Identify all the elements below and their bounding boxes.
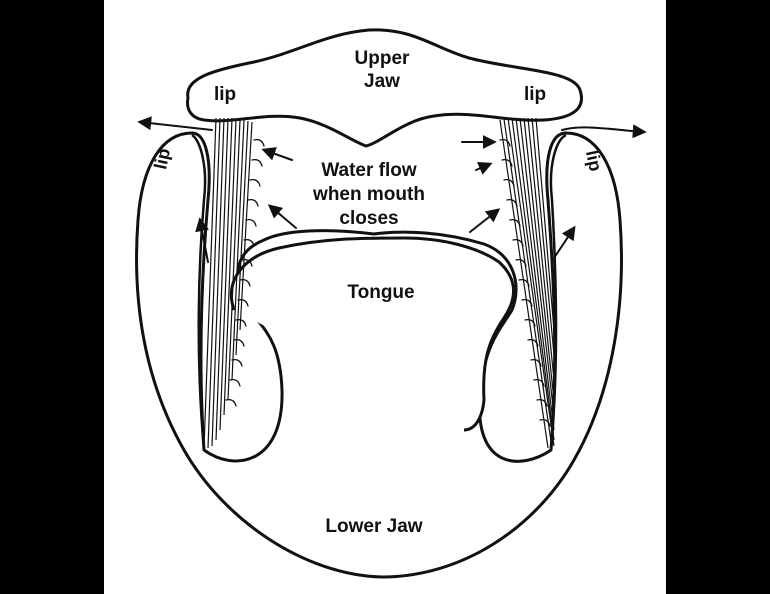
label-upper-jaw-2: Jaw xyxy=(364,71,400,92)
label-lower-jaw: Lower Jaw xyxy=(325,516,422,537)
diagram-panel: Upper Jaw lip lip lip lip Water flow whe… xyxy=(104,0,666,594)
arrow-right-side xyxy=(475,161,493,175)
label-water-flow-2: when mouth xyxy=(312,184,425,205)
tongue-shape xyxy=(229,236,515,432)
arrow-left-lower xyxy=(267,204,297,229)
arrow-right-mid xyxy=(469,208,501,233)
upper-jaw-shape xyxy=(186,28,583,148)
baleen-right xyxy=(499,117,555,449)
label-lip-lower-right: lip xyxy=(582,148,606,173)
arrow-out-left xyxy=(137,116,213,131)
lip-line-right xyxy=(549,133,567,451)
label-tongue: Tongue xyxy=(347,282,414,303)
label-upper-jaw-1: Upper xyxy=(355,48,411,69)
label-water-flow-1: Water flow xyxy=(321,160,417,181)
label-lip-upper-left: lip xyxy=(214,84,236,105)
arrow-out-right xyxy=(561,124,647,139)
label-lip-lower-left: lip xyxy=(150,146,174,171)
label-water-flow-3: closes xyxy=(339,208,398,229)
arrow-left-upper xyxy=(261,147,293,161)
whale-mouth-diagram: Upper Jaw lip lip lip lip Water flow whe… xyxy=(135,28,647,579)
arrow-left-lip xyxy=(195,217,209,263)
label-lip-upper-right: lip xyxy=(524,84,546,105)
arrow-right-lip xyxy=(553,225,576,259)
lip-line-left xyxy=(191,133,207,451)
baleen-left xyxy=(203,117,265,449)
